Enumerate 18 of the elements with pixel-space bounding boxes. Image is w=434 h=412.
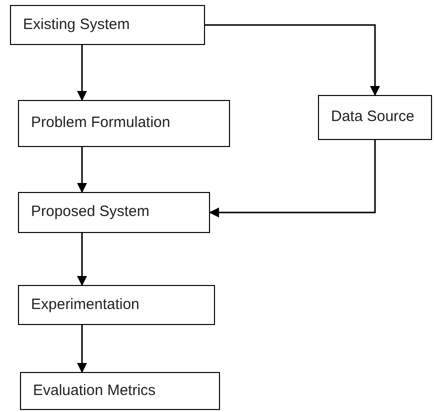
box-label: Evaluation Metrics	[33, 380, 156, 401]
box-label: Existing System	[23, 14, 130, 35]
box-label: Proposed System	[31, 202, 150, 222]
box-label: Experimentation	[31, 294, 140, 315]
process-box	[318, 95, 432, 140]
process-box	[18, 100, 230, 147]
arrow	[209, 140, 376, 218]
arrow	[77, 233, 87, 286]
process-box	[18, 192, 210, 233]
arrow	[77, 45, 87, 101]
arrow	[77, 325, 87, 373]
arrow	[205, 24, 380, 96]
box-label: Data Source	[331, 107, 414, 128]
arrow	[77, 147, 87, 193]
process-box	[18, 285, 215, 325]
process-box	[10, 5, 205, 45]
box-label: Problem Formulation	[31, 113, 170, 134]
process-box	[20, 372, 220, 410]
